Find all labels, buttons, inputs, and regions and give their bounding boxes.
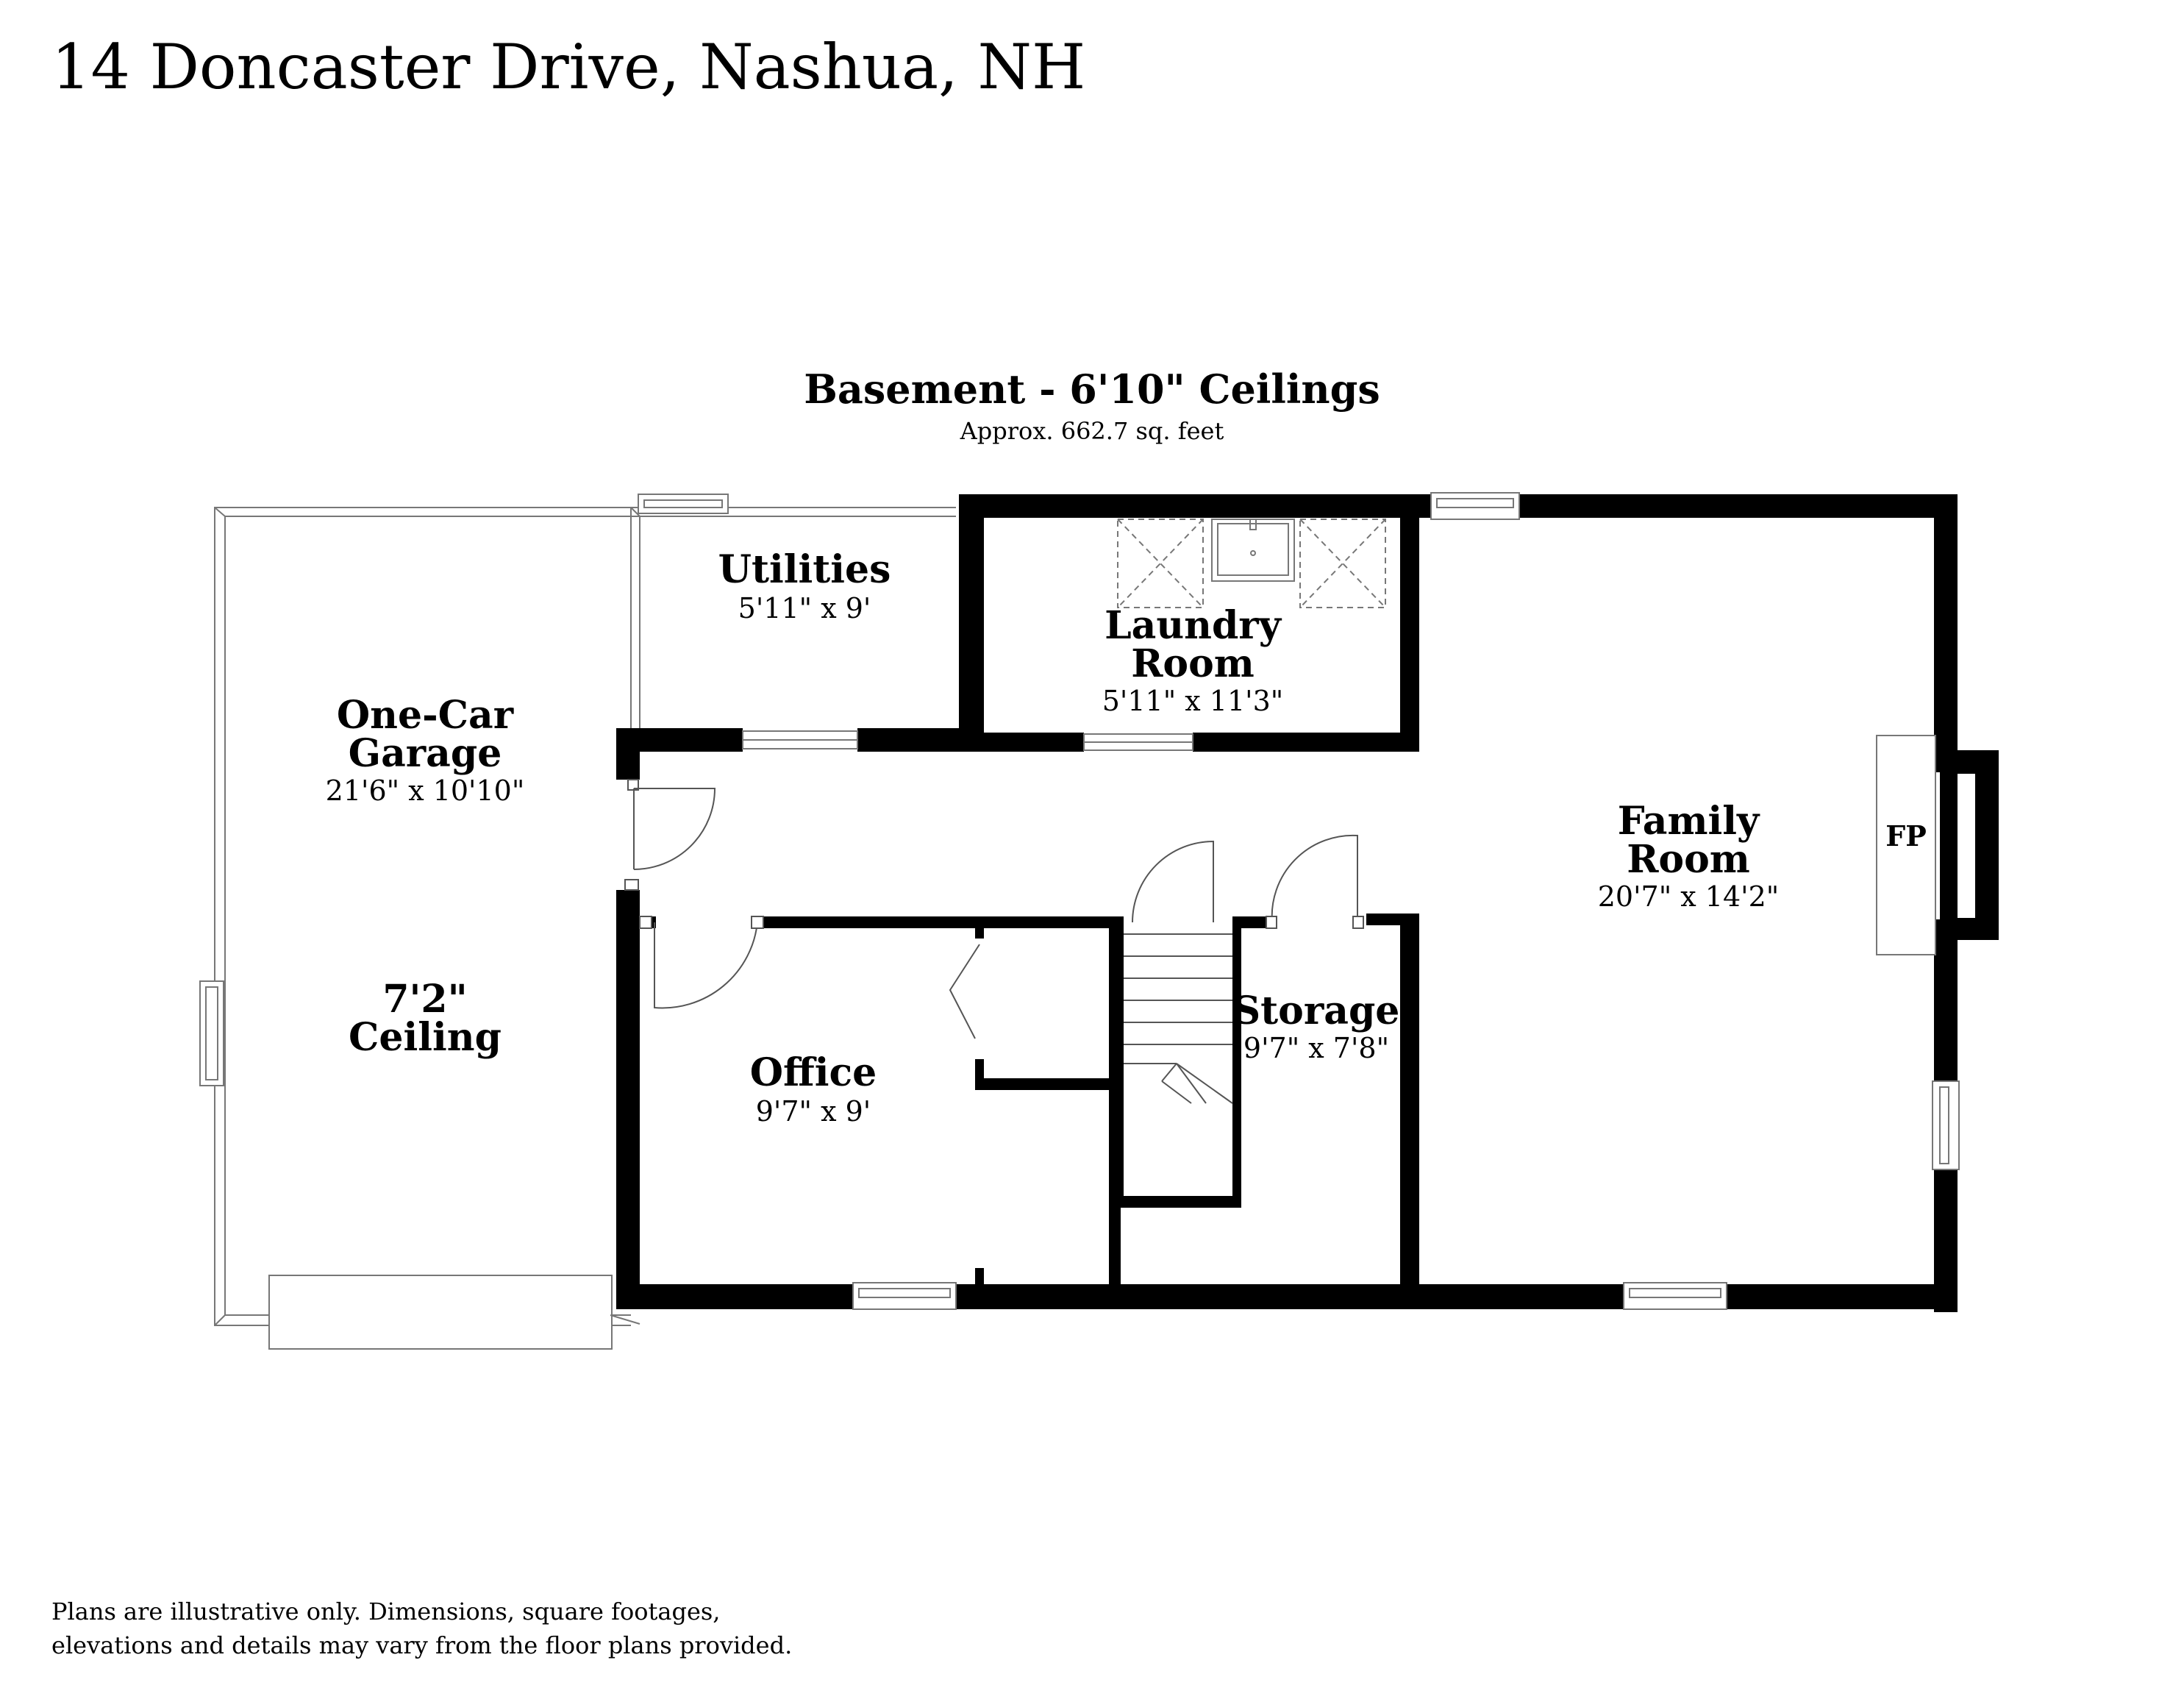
- garage-name-line1: One-Car: [337, 693, 514, 738]
- fireplace-label: FP: [1885, 819, 1927, 852]
- storage-dims: 9'7" x 7'8": [1243, 1032, 1389, 1064]
- family-dims: 20'7" x 14'2": [1598, 880, 1780, 913]
- garage-name-line2: Garage: [349, 731, 502, 776]
- storage-name: Storage: [1233, 989, 1400, 1033]
- garage-ceiling-line2: Ceiling: [349, 1015, 502, 1060]
- office-dims: 9'7" x 9': [756, 1095, 871, 1128]
- disclaimer-line1: Plans are illustrative only. Dimensions,…: [51, 1598, 721, 1625]
- laundry-fixtures: [1117, 519, 1386, 608]
- family-bottom-window: [1623, 1282, 1727, 1310]
- utilities-opening: [742, 730, 858, 749]
- family-right-window: [1932, 1080, 1960, 1170]
- floor-title: Basement - 6'10" Ceilings: [804, 366, 1380, 413]
- garage-door: [268, 1275, 613, 1350]
- laundry-name-line1: Laundry: [1105, 603, 1282, 648]
- utilities-window: [638, 494, 729, 514]
- utilities-dims: 5'11" x 9': [738, 592, 871, 624]
- laundry-dims: 5'11" x 11'3": [1102, 685, 1284, 717]
- disclaimer: Plans are illustrative only. Dimensions,…: [51, 1595, 1007, 1662]
- garage-side-window: [199, 980, 224, 1086]
- door-swings: [624, 779, 1364, 1039]
- garage-dims: 21'6" x 10'10": [326, 774, 525, 807]
- garage-ceiling-line1: 7'2": [382, 977, 467, 1022]
- office-name: Office: [750, 1050, 877, 1095]
- stairs: [1124, 933, 1233, 1104]
- property-address: 14 Doncaster Drive, Nashua, NH: [51, 31, 1086, 103]
- laundry-name-line2: Room: [1131, 641, 1255, 686]
- garage-walls: [214, 507, 640, 1326]
- fireplace-bumpout: [1876, 735, 1999, 955]
- family-name-line1: Family: [1618, 799, 1760, 844]
- laundry-opening: [1083, 733, 1193, 751]
- family-top-window: [1430, 492, 1520, 520]
- family-name-line2: Room: [1627, 837, 1750, 882]
- main-walls: [616, 494, 1958, 1312]
- disclaimer-line2: elevations and details may vary from the…: [51, 1631, 793, 1659]
- office-bottom-window: [852, 1282, 957, 1310]
- utilities-name: Utilities: [718, 547, 891, 592]
- floor-area: Approx. 662.7 sq. feet: [960, 417, 1224, 445]
